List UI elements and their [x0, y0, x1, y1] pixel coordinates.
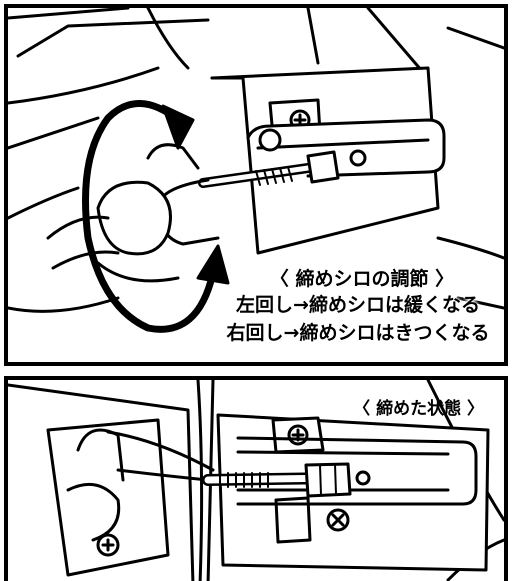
adjustment-caption-title: 〈 締めシロの調節 〉	[269, 268, 455, 290]
adjustment-caption: 〈 締めシロの調節 〉 左回し→締めシロは緩くなる 右回し→締めシロはきつくなる	[208, 264, 504, 347]
rotation-arrow-icon	[82, 100, 230, 333]
right-turn-caption: 右回し→締めシロはきつくなる	[226, 322, 490, 344]
tightened-illustration	[8, 380, 504, 581]
bottom-illustration-panel: 〈 締めた状態 〉	[4, 376, 508, 581]
tightened-caption: 〈 締めた状態 〉	[353, 399, 484, 419]
top-illustration-panel: 〈 締めシロの調節 〉 左回し→締めシロは緩くなる 右回し→締めシロはきつくなる	[4, 4, 508, 366]
left-turn-caption: 左回し→締めシロは緩くなる	[236, 294, 480, 316]
adjustment-illustration	[8, 8, 504, 333]
